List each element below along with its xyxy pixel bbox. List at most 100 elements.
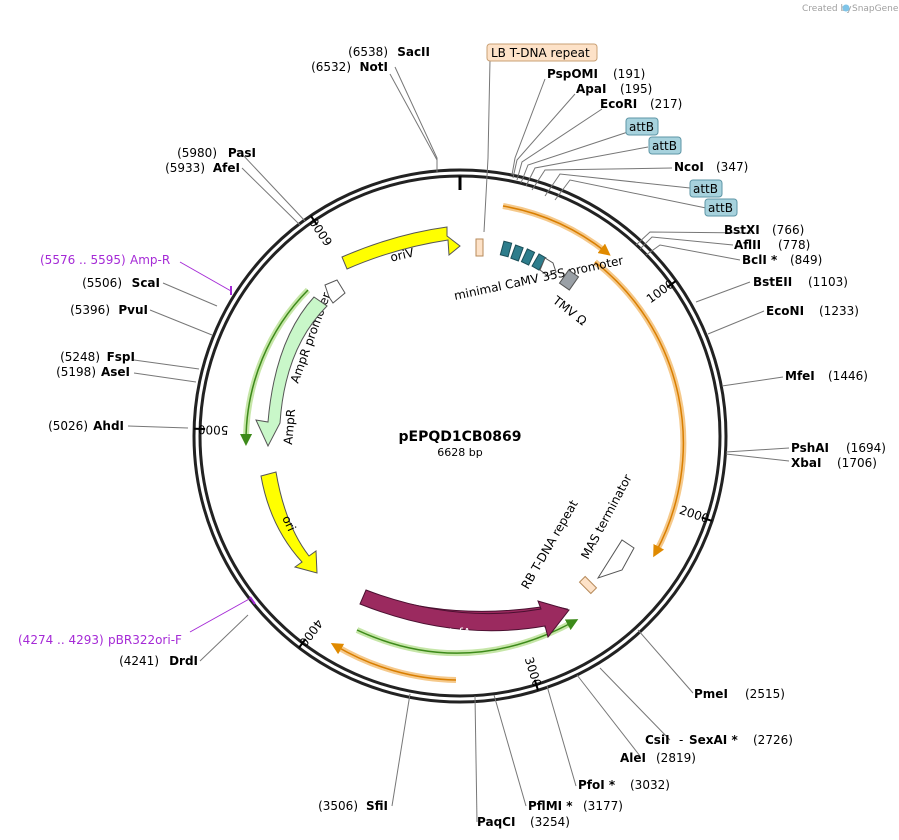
attb-label-3: attB — [693, 182, 718, 196]
site-name: EcoNI — [766, 304, 804, 318]
site-pos: (3254) — [530, 815, 570, 829]
ampr-arrow[interactable] — [255, 296, 328, 448]
ori-arrow[interactable] — [260, 471, 318, 574]
primer-mark-pbr — [249, 596, 256, 605]
sites-right: PspOMI (191) ApaI (195) EcoRI (217) NcoI… — [477, 67, 886, 829]
site-pos: (766) — [772, 223, 804, 237]
attb-box-1 — [625, 117, 659, 136]
site-name: MfeI — [785, 369, 815, 383]
attb-box-3 — [689, 179, 723, 198]
rb-repeat-mark — [578, 575, 598, 595]
site-name: PspOMI — [547, 67, 598, 81]
site-name: XbaI — [791, 456, 821, 470]
site-pos: (4241) — [119, 654, 159, 668]
attb-box-4 — [704, 198, 738, 217]
tmv-omega-mark — [558, 269, 580, 291]
site-name: AfeI — [213, 161, 240, 175]
site-name: PmeI — [694, 687, 728, 701]
site-pos: (1694) — [846, 441, 886, 455]
site-name: AleI — [620, 751, 646, 765]
site-name: BstXI — [724, 223, 760, 237]
rb-repeat-label: RB T-DNA repeat — [518, 497, 580, 591]
watermark-brand: SnapGene — [852, 4, 899, 14]
lb-repeat-mark — [475, 238, 484, 257]
leader-lines — [127, 59, 790, 823]
site-pos: (3032) — [630, 778, 670, 792]
watermark-text: Created by — [802, 4, 852, 14]
lb-repeat-box-label: LB T-DNA repeat — [491, 46, 590, 60]
csi-separator: - — [679, 733, 683, 747]
attb-label-1: attB — [629, 120, 654, 134]
oriv-arrow[interactable] — [341, 226, 461, 270]
site-name: NotI — [360, 60, 389, 74]
site-pos: (1103) — [808, 275, 848, 289]
site-name: EcoRI — [600, 97, 637, 111]
site-name: ScaI — [132, 276, 160, 290]
ampr-label: AmpR — [281, 408, 298, 445]
site-pos: (2819) — [656, 751, 696, 765]
lb-repeat-box — [486, 43, 598, 62]
site-pos: (5198) — [56, 365, 96, 379]
tick-mark — [533, 679, 539, 691]
site-name: PflMI * — [528, 799, 573, 813]
site-name: PasI — [228, 146, 256, 160]
site-pos: (2726) — [753, 733, 793, 747]
camv-promoter-blocks — [499, 240, 557, 277]
site-name: SfiI — [366, 799, 388, 813]
orange-arrow-top — [502, 205, 611, 256]
primer-name: pBR322ori-F — [108, 633, 182, 647]
site-name: BclI * — [742, 253, 778, 267]
tick-mark — [701, 516, 713, 522]
tick-label: 1000 — [644, 277, 677, 306]
site-pos: (5396) — [70, 303, 110, 317]
green-arrow-trfa — [356, 619, 579, 654]
site-pos: (2515) — [745, 687, 785, 701]
backbone-outer — [192, 168, 728, 704]
green-arrow-ampr — [240, 289, 309, 446]
site-name: SacII — [397, 45, 430, 59]
primer-range: (5576 .. 5595) — [40, 253, 126, 267]
site-pos: (217) — [650, 97, 682, 111]
primer-line-pbr — [189, 597, 252, 633]
site-pos: (5980) — [177, 146, 217, 160]
site-name: FspI — [107, 350, 135, 364]
site-name: AflII — [734, 238, 761, 252]
site-name: PfoI * — [578, 778, 616, 792]
site-pos: (5933) — [165, 161, 205, 175]
site-pos: (1233) — [819, 304, 859, 318]
trfa-arrow-body[interactable] — [359, 589, 570, 639]
orange-arrow-top-halo — [502, 203, 608, 255]
site-pos: (3177) — [583, 799, 623, 813]
sites-left: SacII (6538) NotI (6532) PasI (5980) Afe… — [48, 45, 430, 813]
orange-arrow-bottom — [330, 642, 457, 681]
site-pos: (5248) — [60, 350, 100, 364]
site-name: DrdI — [169, 654, 198, 668]
plasmid-length: 6628 bp — [437, 446, 482, 459]
tmv-omega-label: TMV Ω — [549, 293, 589, 329]
site-pos: (5506) — [82, 276, 122, 290]
site-name: SexAI * — [689, 733, 738, 747]
tick-mark — [298, 638, 307, 649]
primer-name: Amp-R — [130, 253, 170, 267]
site-name: PaqCI — [477, 815, 515, 829]
site-name: ApaI — [576, 82, 606, 96]
site-pos: (3506) — [318, 799, 358, 813]
site-name: NcoI — [674, 160, 704, 174]
site-pos: (195) — [620, 82, 652, 96]
attb-box-2 — [648, 136, 682, 155]
primer-line-ampr — [179, 261, 232, 292]
tick-mark — [666, 280, 677, 289]
site-name: PvuI — [118, 303, 148, 317]
site-pos: (347) — [716, 160, 748, 174]
orange-arrow-right — [594, 261, 685, 558]
site-pos: (778) — [778, 238, 810, 252]
ampr-promoter-arrow — [324, 279, 346, 304]
tick-label: 2000 — [678, 503, 711, 526]
mas-terminator-arrow — [596, 539, 635, 579]
tick-label: 3000 — [522, 655, 544, 688]
site-pos: (6538) — [348, 45, 388, 59]
ori-label: ori — [279, 513, 298, 533]
site-name: BstEII — [753, 275, 792, 289]
tick-label: 5000 — [198, 422, 229, 437]
